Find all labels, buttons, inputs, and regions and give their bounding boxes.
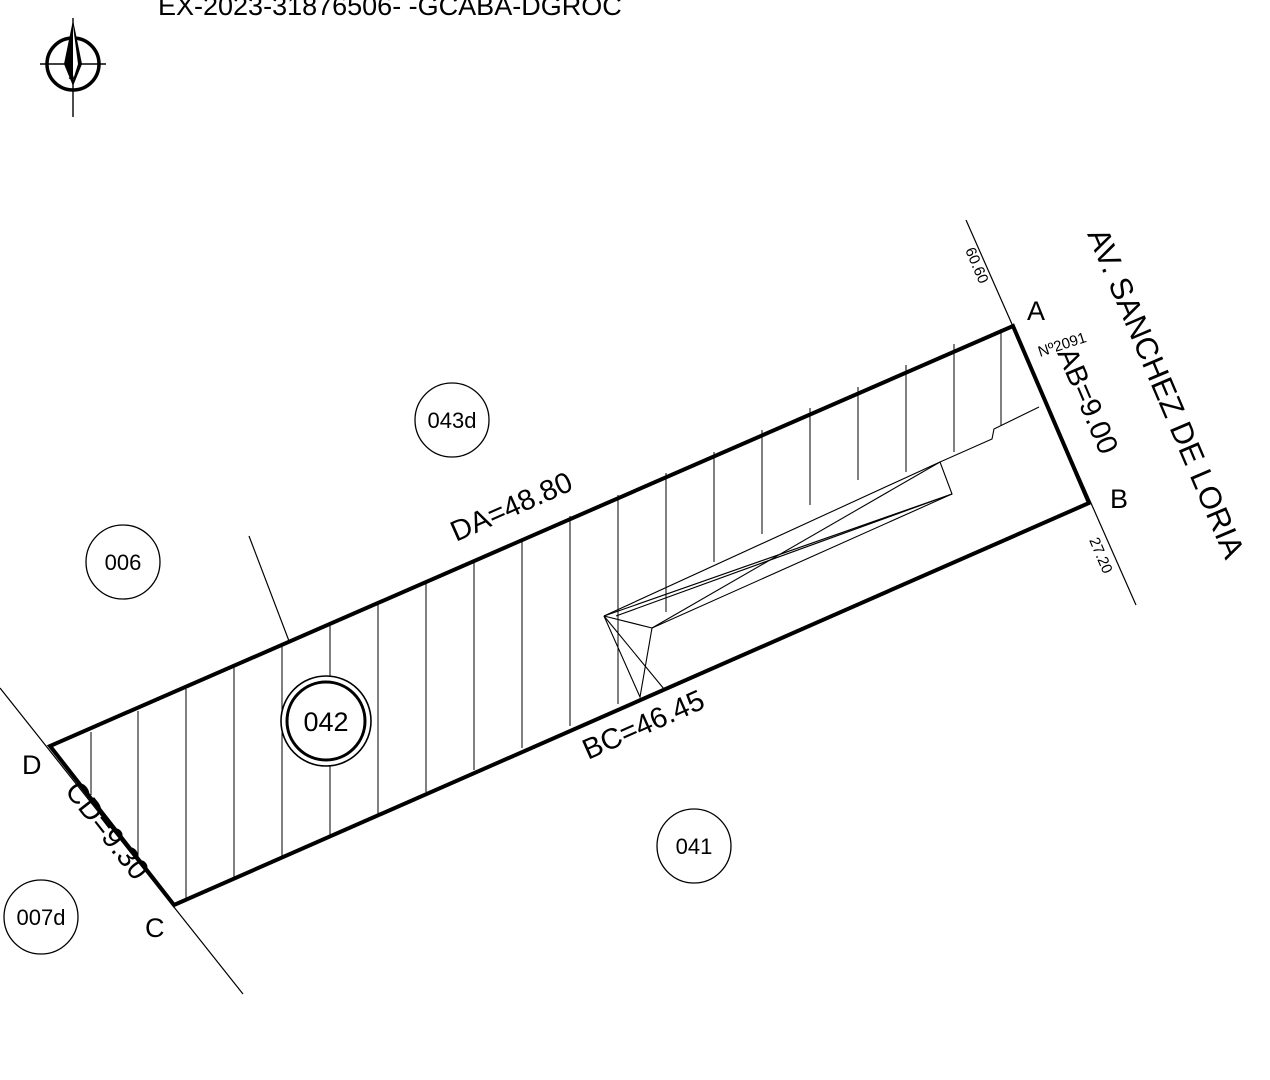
block-distance-north: 60.60 — [961, 245, 991, 286]
lot-043d-label: 043d — [428, 408, 477, 433]
file-number: EX-2023-31876506- -GCABA-DGROC — [158, 0, 622, 21]
north-letter: N — [67, 70, 78, 84]
parcel-boundary — [46, 323, 1092, 908]
corner-a: A — [1027, 296, 1045, 326]
neighbor-divider — [248, 535, 290, 642]
corner-d: D — [22, 750, 42, 780]
lot-041: 041 — [656, 808, 732, 884]
street-name: AV. SANCHEZ DE LORIA — [1081, 223, 1252, 564]
parcel-hatch — [90, 329, 1002, 898]
measurement-cd: CD=9.30 — [58, 776, 154, 887]
building-outline — [603, 406, 1040, 699]
lot-041-label: 041 — [676, 834, 713, 859]
corner-b: B — [1110, 484, 1128, 514]
lot-043d: 043d — [414, 382, 490, 458]
lot-042-label: 042 — [303, 707, 348, 737]
lot-006: 006 — [85, 524, 161, 600]
block-distance-south: 27.20 — [1085, 535, 1115, 576]
lot-006-label: 006 — [105, 550, 142, 575]
lot-007d: 007d — [3, 879, 79, 955]
measurement-da: DA=48.80 — [446, 466, 578, 548]
north-arrow-icon: N — [40, 18, 106, 117]
corner-c: C — [145, 913, 165, 943]
lot-042-subject: 042 — [280, 675, 372, 767]
lot-007d-label: 007d — [17, 905, 66, 930]
block-line-south — [0, 687, 244, 995]
